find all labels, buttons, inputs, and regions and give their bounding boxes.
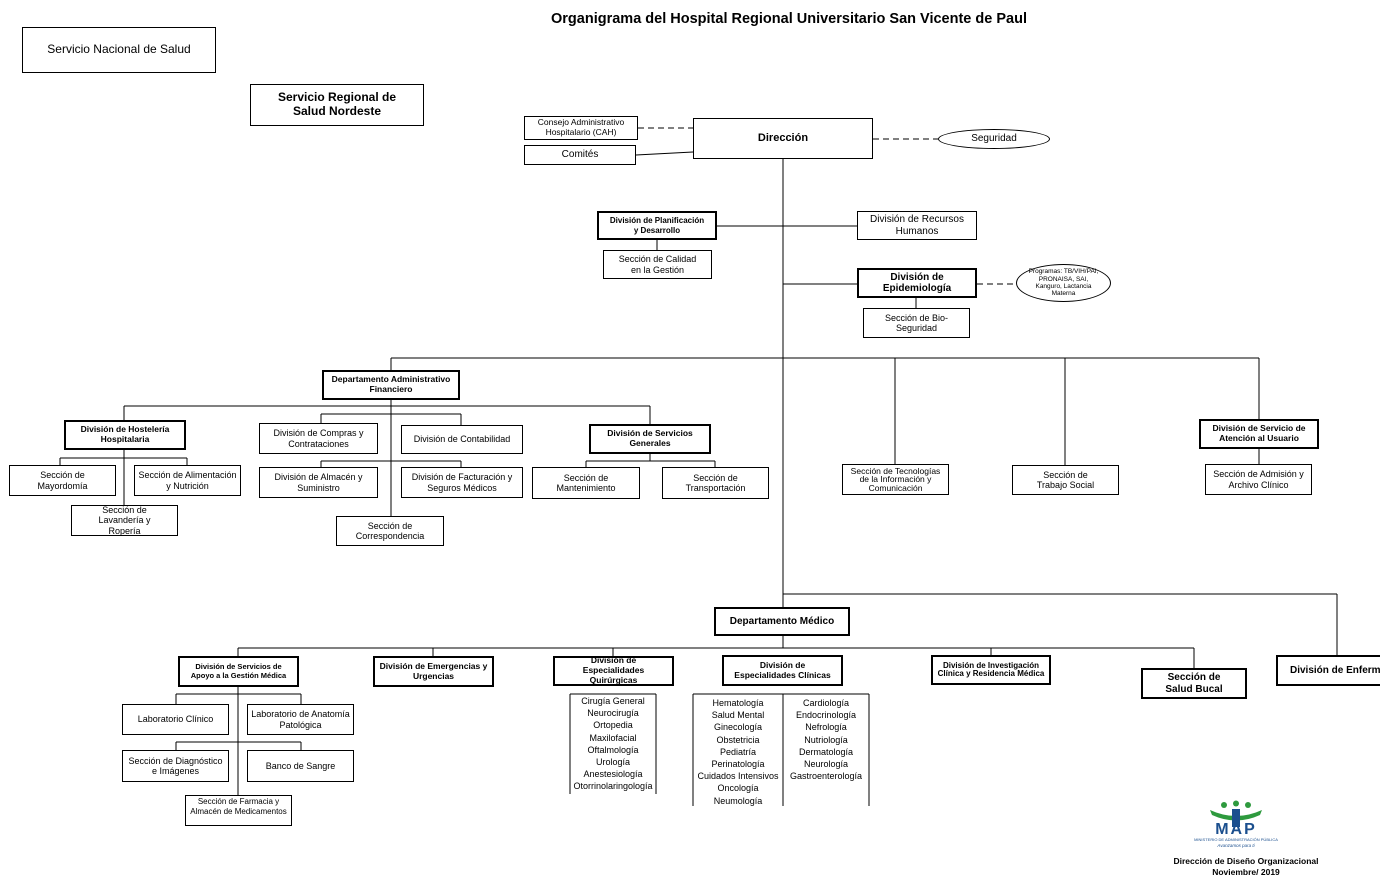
- box-division-especialidades-quirurgicas: División de Especialidades Quirúrgicas: [553, 656, 674, 686]
- list-item: Otorrinolaringología: [573, 781, 653, 792]
- box-laboratorio-clinico: Laboratorio Clínico: [122, 704, 229, 735]
- map-logo-icon: [1210, 800, 1262, 827]
- box-division-epidemiologia: División de Epidemiología: [857, 268, 977, 298]
- box-banco-sangre: Banco de Sangre: [247, 750, 354, 782]
- box-division-apoyo-gestion-medica: División de Servicios de Apoyo a la Gest…: [178, 656, 299, 687]
- list-item: Endocrinología: [795, 710, 857, 721]
- list-item: Neurología: [803, 759, 849, 770]
- box-division-recursos-humanos: División de Recursos Humanos: [857, 211, 977, 240]
- list-item: Cuidados Intensivos: [697, 771, 779, 782]
- box-division-investigacion: División de Investigación Clínica y Resi…: [931, 655, 1051, 685]
- box-division-contabilidad: División de Contabilidad: [401, 425, 523, 454]
- map-logo-tagline: Avanzamos para ti: [1217, 843, 1255, 848]
- map-logo: MAP MINISTERIO DE ADMINISTRACIÓN PÚBLICA…: [1186, 800, 1286, 852]
- box-division-enfermeria: División de Enfermería: [1276, 655, 1380, 686]
- box-comites: Comités: [524, 145, 636, 165]
- list-item: Ortopedia: [593, 720, 633, 731]
- footer-line-1: Dirección de Diseño Organizacional: [1173, 856, 1319, 866]
- box-servicio-nacional-de-salud: Servicio Nacional de Salud: [22, 27, 216, 73]
- box-seccion-lavanderia: Sección de Lavandería y Ropería: [71, 505, 178, 536]
- box-division-compras: División de Compras y Contrataciones: [259, 423, 378, 454]
- box-division-emergencias: División de Emergencias y Urgencias: [373, 656, 494, 687]
- box-seccion-transportacion: Sección de Transportación: [662, 467, 769, 499]
- list-item: Ginecología: [713, 722, 763, 733]
- list-especialidades-quirurgicas: Cirugía General Neurocirugía Ortopedia M…: [570, 695, 656, 793]
- box-direccion: Dirección: [693, 118, 873, 159]
- footer-line-2: Noviembre/ 2019: [1212, 867, 1280, 877]
- box-seccion-trabajo-social: Sección de Trabajo Social: [1012, 465, 1119, 495]
- list-item: Nefrología: [805, 722, 847, 733]
- list-especialidades-clinicas-right: Cardiología Endocrinología Nefrología Nu…: [783, 697, 869, 782]
- box-servicio-regional-de-salud: Servicio Regional de Salud Nordeste: [250, 84, 424, 126]
- box-consejo-administrativo: Consejo Administrativo Hospitalario (CAH…: [524, 116, 638, 140]
- box-division-atencion-usuario: División de Servicio de Atención al Usua…: [1199, 419, 1319, 449]
- list-item: Cirugía General: [581, 696, 645, 706]
- list-item: Dermatología: [798, 746, 854, 757]
- list-item: Pediatría: [719, 746, 757, 757]
- list-item: Nutriología: [804, 734, 848, 745]
- box-division-hosteleria: División de Hostelería Hospitalaria: [64, 420, 186, 450]
- ellipse-seguridad: Seguridad: [938, 129, 1050, 149]
- list-item: Gastroenterología: [789, 771, 863, 782]
- box-laboratorio-anatomia: Laboratorio de Anatomía Patológica: [247, 704, 354, 735]
- box-division-planificacion: División de Planificación y Desarrollo: [597, 211, 717, 240]
- list-item: Oftalmología: [587, 744, 639, 755]
- list-item: Cardiología: [802, 698, 850, 708]
- box-departamento-medico: Departamento Médico: [714, 607, 850, 636]
- list-item: Neurocirugía: [587, 708, 639, 719]
- list-item: Anestesiología: [583, 769, 643, 780]
- box-seccion-diagnostico: Sección de Diagnóstico e Imágenes: [122, 750, 229, 782]
- box-seccion-farmacia: Sección de Farmacia y Almacén de Medicam…: [185, 795, 292, 826]
- ellipse-programas: Programas: TB/VIH/PAI, PRONAISA, SAI, Ka…: [1016, 264, 1111, 302]
- box-departamento-administrativo: Departamento Administrativo Financiero: [322, 370, 460, 400]
- box-seccion-salud-bucal: Sección de Salud Bucal: [1141, 668, 1247, 699]
- box-division-almacen: División de Almacén y Suministro: [259, 467, 378, 498]
- list-item: Obstetricia: [716, 734, 760, 745]
- box-seccion-mantenimiento: Sección de Mantenimiento: [532, 467, 640, 499]
- list-item: Maxilofacial: [589, 732, 637, 743]
- box-seccion-admision: Sección de Admisión y Archivo Clínico: [1205, 464, 1312, 495]
- list-item: Neumología: [713, 795, 763, 806]
- map-logo-text: MAP: [1215, 821, 1257, 838]
- map-logo-subtitle: MINISTERIO DE ADMINISTRACIÓN PÚBLICA: [1194, 837, 1278, 842]
- box-seccion-tic: Sección de Tecnologías de la Información…: [842, 464, 949, 495]
- list-item: Oncología: [717, 783, 759, 794]
- box-seccion-bioseguridad: Sección de Bio-Seguridad: [863, 308, 970, 338]
- box-seccion-alimentacion: Sección de Alimentación y Nutrición: [134, 465, 241, 496]
- box-division-facturacion: División de Facturación y Seguros Médico…: [401, 467, 523, 498]
- list-item: Urología: [595, 757, 631, 768]
- box-seccion-mayordomia: Sección de Mayordomía: [9, 465, 116, 496]
- box-seccion-correspondencia: Sección de Correspondencia: [336, 516, 444, 546]
- box-division-servicios-generales: División de Servicios Generales: [589, 424, 711, 454]
- box-seccion-calidad: Sección de Calidad en la Gestión: [603, 250, 712, 279]
- list-item: Salud Mental: [711, 710, 765, 721]
- page-title: Organigrama del Hospital Regional Univer…: [551, 11, 1027, 27]
- list-item: Perinatología: [711, 759, 765, 770]
- list-especialidades-clinicas-left: Hematología Salud Mental Ginecología Obs…: [693, 697, 783, 807]
- list-item: Hematología: [712, 698, 764, 708]
- box-division-especialidades-clinicas: División de Especialidades Clínicas: [722, 655, 843, 686]
